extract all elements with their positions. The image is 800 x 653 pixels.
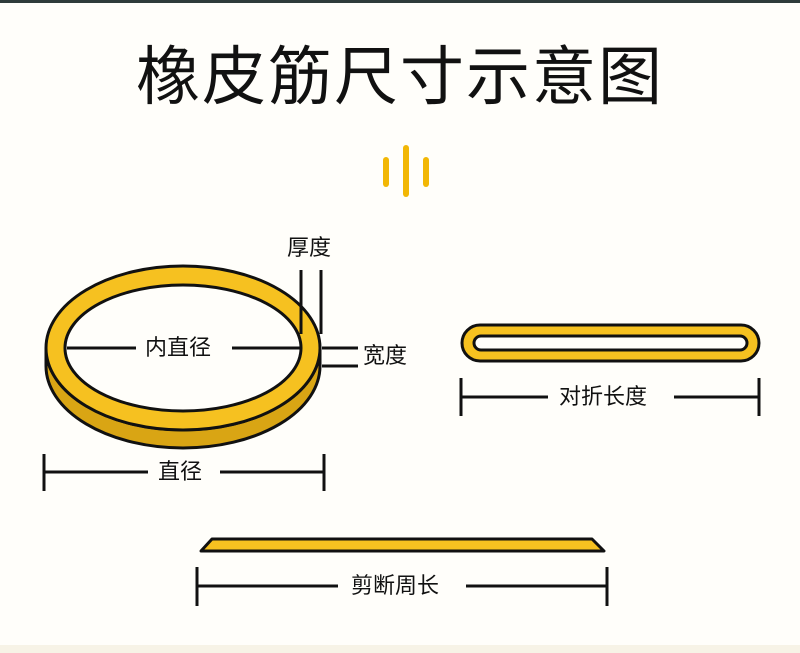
title-decoration	[383, 145, 429, 197]
thickness-marker	[299, 270, 323, 334]
folded-length-label: 对折长度	[559, 384, 648, 412]
top-border	[0, 0, 800, 3]
bottom-band	[0, 645, 800, 653]
diameter-dimension	[42, 454, 326, 491]
cut-perimeter-label: 剪断周长	[351, 573, 440, 601]
width-marker	[322, 346, 358, 368]
page-title: 橡皮筋尺寸示意图	[136, 41, 664, 115]
diameter-label: 直径	[158, 459, 203, 487]
rubber-band-ring	[44, 264, 322, 450]
folded-band	[460, 323, 761, 363]
cut-band-strip	[199, 537, 606, 553]
thickness-label: 厚度	[287, 235, 332, 263]
folded-length-dimension	[459, 378, 761, 416]
width-label: 宽度	[363, 343, 408, 371]
inner-diameter-label: 内直径	[145, 335, 212, 363]
cut-perimeter-dimension	[195, 567, 609, 606]
